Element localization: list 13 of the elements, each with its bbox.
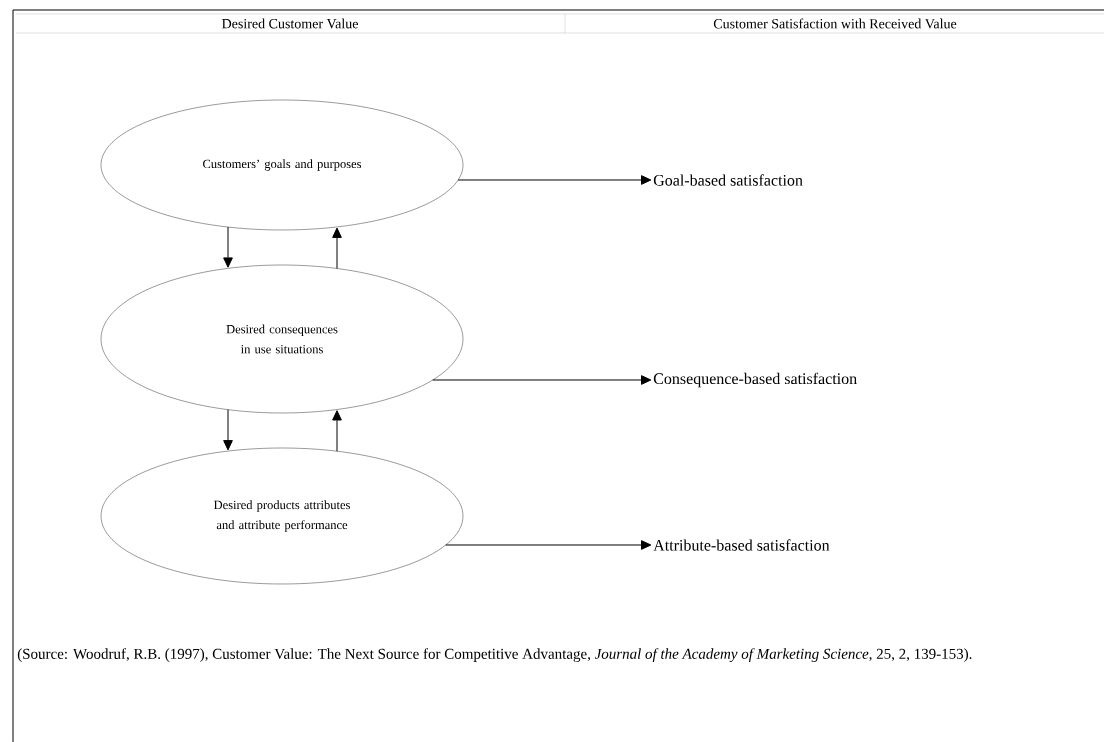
outcome-text: Consequence-based satisfaction bbox=[653, 372, 857, 388]
arrow bbox=[332, 410, 342, 452]
column-header: Desired Customer Value bbox=[222, 18, 358, 29]
source-note: (Source: Woodruf, R.B. (1997), Customer Value: The Next Source for Competitive Advantage, Journal of the Academy of Marketing Science, 25, 2, 139-153). bbox=[17, 648, 972, 662]
outcome-text: Attribute-based satisfaction bbox=[653, 539, 830, 551]
arrow bbox=[223, 226, 233, 268]
arrow bbox=[223, 409, 233, 451]
arrow bbox=[332, 227, 342, 269]
column-header: Customer Satisfaction with Received Value bbox=[713, 18, 957, 29]
outcome-text: Goal-based satisfaction bbox=[653, 174, 803, 186]
arrow bbox=[432, 375, 652, 385]
arrow bbox=[445, 540, 652, 550]
arrow bbox=[457, 175, 652, 185]
